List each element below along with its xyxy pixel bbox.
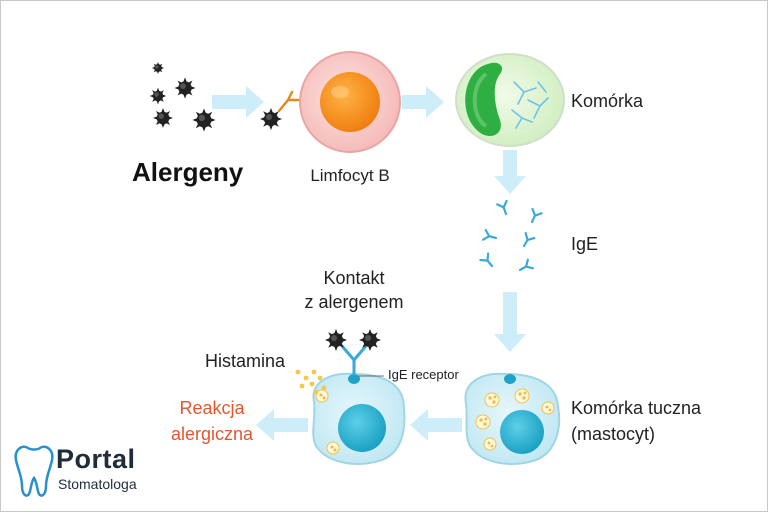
mast-cell: [464, 372, 561, 465]
b-lymphocyte: [299, 51, 401, 153]
plasma-cell: [455, 53, 565, 147]
activated-mast-cell: [312, 329, 406, 465]
label-contact-line2: z alergenem: [304, 292, 404, 312]
label-reaction-line1: Reakcja: [179, 398, 245, 418]
activated-granules: [315, 389, 340, 455]
arrow-bcell-to-plasma: [402, 86, 444, 118]
bcell-receptor-allergen: [260, 90, 302, 130]
arrow-ige-to-mast: [494, 292, 526, 352]
arrow-mast-to-activated: [410, 409, 462, 441]
label-b-lymphocyte: Limfocyt B: [310, 166, 390, 185]
ige-receptor-antibody: [340, 344, 368, 376]
label-ige-receptor: IgE receptor: [388, 367, 459, 382]
label-mast-cell-line2: (mastocyt): [571, 424, 656, 444]
label-allergens: Alergeny: [132, 157, 244, 187]
arrow-activated-to-reaction: [256, 409, 308, 441]
logo-name: Portal: [56, 444, 136, 474]
tooth-icon: [14, 445, 54, 497]
label-ige: IgE: [571, 234, 599, 254]
label-histamine: Histamina: [205, 351, 286, 371]
mast-granules: [475, 388, 555, 451]
label-contact-line1: Kontakt: [323, 268, 385, 288]
label-reaction-line2: alergiczna: [170, 424, 254, 444]
arrow-plasma-to-ige: [494, 150, 526, 194]
label-cell: Komórka: [571, 91, 644, 111]
label-mast-cell-line1: Komórka tuczna: [571, 398, 702, 418]
histamine-release: [295, 369, 327, 395]
arrow-allergens-to-bcell: [212, 86, 264, 118]
logo-subtitle: Stomatologa: [58, 476, 137, 492]
